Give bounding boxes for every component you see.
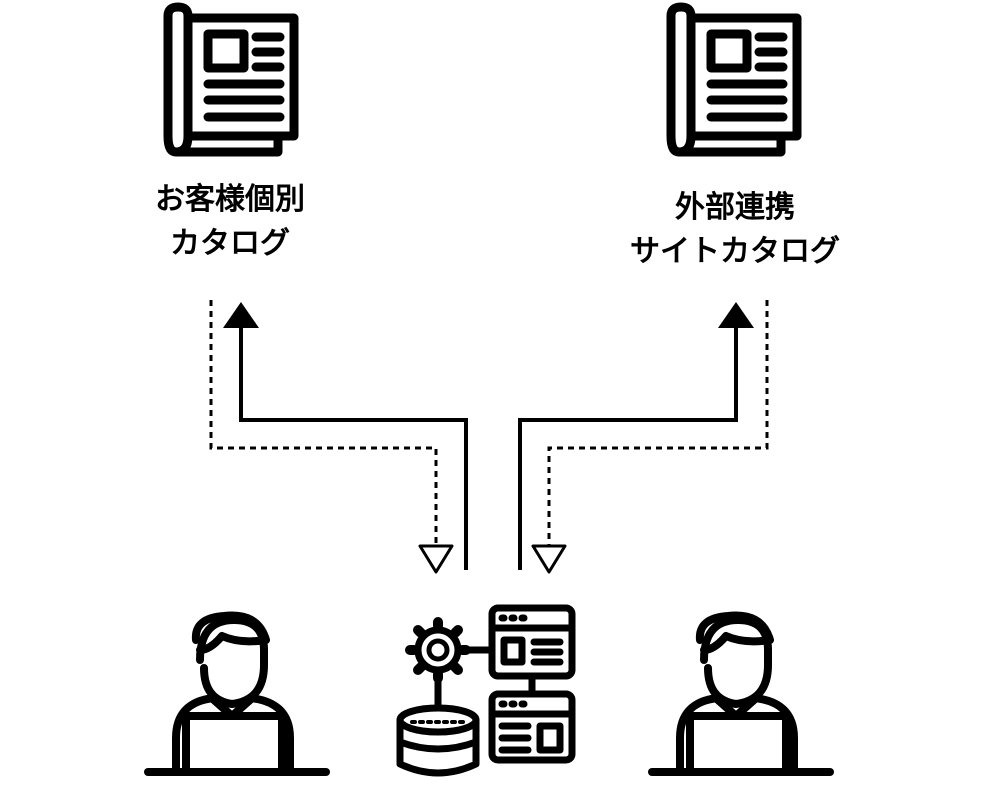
arrowhead-up [718,302,754,328]
newspaper-icon [163,2,299,157]
arrowhead-up [223,302,259,328]
user-at-laptop-icon [648,611,834,776]
browser-window-icon [488,690,576,764]
user-at-laptop-icon [144,611,330,776]
external-catalog-label: 外部連携 サイトカタログ [590,186,880,274]
connector-right-solid [518,302,754,570]
customer-catalog-label: お客様個別 カタログ [110,178,350,266]
arrowhead-down-outline [531,544,567,574]
database-icon [396,704,480,777]
browser-window-icon [488,604,576,680]
gear-icon [405,617,471,683]
connector-left-solid [223,302,468,570]
connector-left-dashed [209,300,454,574]
external-catalog-label-line2: サイトカタログ [630,234,840,269]
connector-right-dashed [531,300,769,574]
arrowhead-down-outline [418,544,454,574]
customer-catalog-label-line2: カタログ [170,226,290,261]
external-catalog-label-line1: 外部連携 [675,190,795,225]
newspaper-icon [666,2,802,157]
customer-catalog-label-line1: お客様個別 [155,182,305,217]
server-database-gear-icon [396,604,576,777]
